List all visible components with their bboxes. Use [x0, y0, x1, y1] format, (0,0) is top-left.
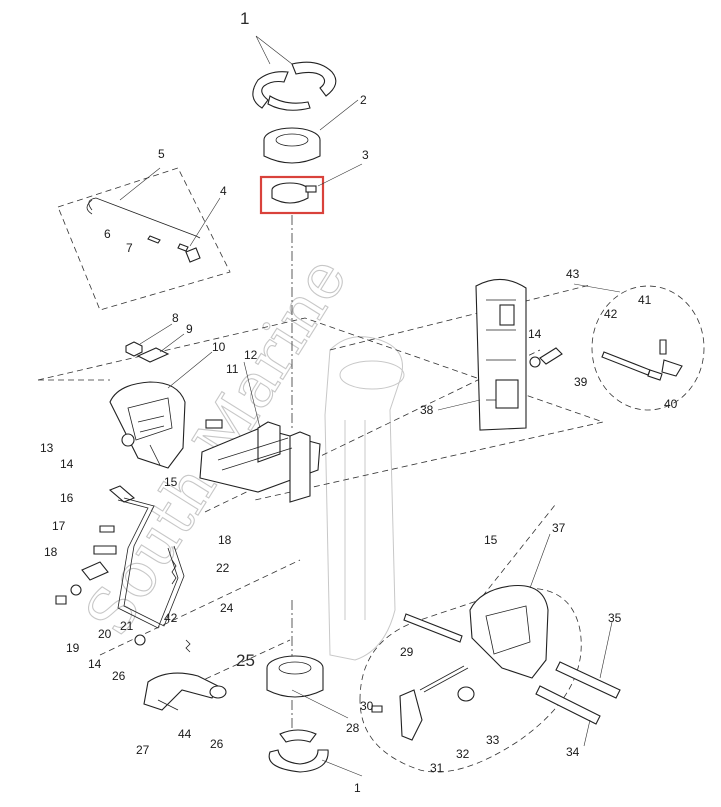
label-1-bottom: 1	[354, 781, 361, 795]
part-42-pin	[601, 351, 663, 381]
label-3: 3	[362, 148, 369, 162]
part-33-knob	[457, 686, 475, 702]
leader-lines	[119, 35, 621, 777]
part-31-lever	[399, 689, 423, 741]
part-30-pin	[371, 705, 383, 713]
label-26-a: 26	[112, 669, 126, 683]
label-27: 27	[136, 743, 150, 757]
part-32-spring	[419, 665, 469, 693]
label-16: 16	[60, 491, 74, 505]
part-37-swivel-bracket-right	[469, 584, 549, 679]
label-38: 38	[420, 403, 434, 417]
part-16-sleeve	[108, 485, 136, 503]
part-19-bolt	[55, 595, 67, 605]
label-31: 31	[430, 761, 444, 775]
label-41: 41	[638, 293, 652, 307]
part-17-screw	[99, 525, 115, 533]
label-7: 7	[126, 241, 133, 255]
label-26-b: 26	[210, 737, 224, 751]
part-18-bolt	[93, 545, 117, 555]
label-18-left: 18	[44, 545, 58, 559]
label-24: 24	[220, 601, 234, 615]
label-17: 17	[52, 519, 66, 533]
part-2-collar	[263, 127, 321, 164]
label-11: 11	[226, 362, 239, 376]
part-26-nut	[134, 634, 146, 646]
label-25: 25	[236, 651, 255, 670]
part-38-tilt-tube	[475, 278, 527, 431]
label-14-bottom: 14	[88, 657, 102, 671]
label-13: 13	[40, 441, 54, 455]
label-44: 44	[178, 727, 192, 741]
group-oval-37	[359, 587, 582, 773]
label-14-left: 14	[60, 457, 74, 471]
label-40: 40	[664, 397, 678, 411]
label-12: 12	[244, 348, 258, 362]
label-37: 37	[552, 521, 566, 535]
part-34-long-bolt	[535, 685, 601, 725]
label-2: 2	[360, 93, 367, 107]
label-9: 9	[186, 322, 193, 336]
label-20: 20	[98, 627, 112, 641]
part-44-washer	[209, 685, 227, 699]
part-29-shaft	[403, 613, 463, 643]
label-29: 29	[400, 645, 414, 659]
label-30: 30	[360, 699, 374, 713]
callout-labels: 1 2 3 4 5 6 7 8 9 10 11 12 13 14 14 14 1…	[40, 9, 678, 795]
label-10: 10	[212, 340, 226, 354]
label-6: 6	[104, 227, 111, 241]
part-41-screw	[659, 339, 667, 355]
part-8-nut	[125, 341, 143, 357]
part-1-bushing-top	[252, 61, 337, 111]
part-27-tilt-lever	[143, 672, 219, 711]
label-15-left: 15	[164, 475, 178, 489]
label-15-right: 15	[484, 533, 498, 547]
label-1-top: 1	[240, 9, 249, 28]
label-43: 43	[566, 267, 580, 281]
part-35-bolt	[555, 661, 621, 699]
part-24-spring	[185, 639, 191, 653]
part-12-swivel-case	[199, 419, 321, 503]
group-frame-upper	[37, 317, 605, 501]
label-8: 8	[172, 311, 179, 325]
group-oval-43	[591, 285, 705, 411]
highlight-box-part-3	[259, 175, 325, 215]
label-42-right: 42	[604, 307, 618, 321]
part-22-spring	[171, 559, 177, 585]
part-21-handle-rod	[117, 497, 185, 629]
part-28-collar	[266, 655, 324, 698]
part-39-bolt	[529, 347, 563, 368]
label-5: 5	[158, 147, 165, 161]
label-14-right: 14	[528, 327, 542, 341]
label-4: 4	[220, 184, 227, 198]
background-ghost-unit	[324, 336, 405, 661]
part-11-pad	[205, 419, 223, 429]
label-32: 32	[456, 747, 470, 761]
part-40-knob	[661, 359, 683, 377]
group-box-5	[57, 167, 231, 311]
label-39: 39	[574, 375, 588, 389]
label-34: 34	[566, 745, 580, 759]
label-42-left: 42	[164, 611, 178, 625]
part-20-bracket	[55, 561, 109, 605]
part-10-swivel-bracket-left	[109, 381, 186, 469]
part-1-bushing-bottom	[268, 729, 329, 773]
label-35: 35	[608, 611, 622, 625]
label-33: 33	[486, 733, 500, 747]
part-3-clamp-band	[271, 182, 317, 204]
part-5-cable	[86, 197, 201, 263]
label-22: 22	[216, 561, 230, 575]
label-19: 19	[66, 641, 80, 655]
label-18-right: 18	[218, 533, 232, 547]
label-28: 28	[346, 721, 360, 735]
label-21: 21	[120, 619, 134, 633]
